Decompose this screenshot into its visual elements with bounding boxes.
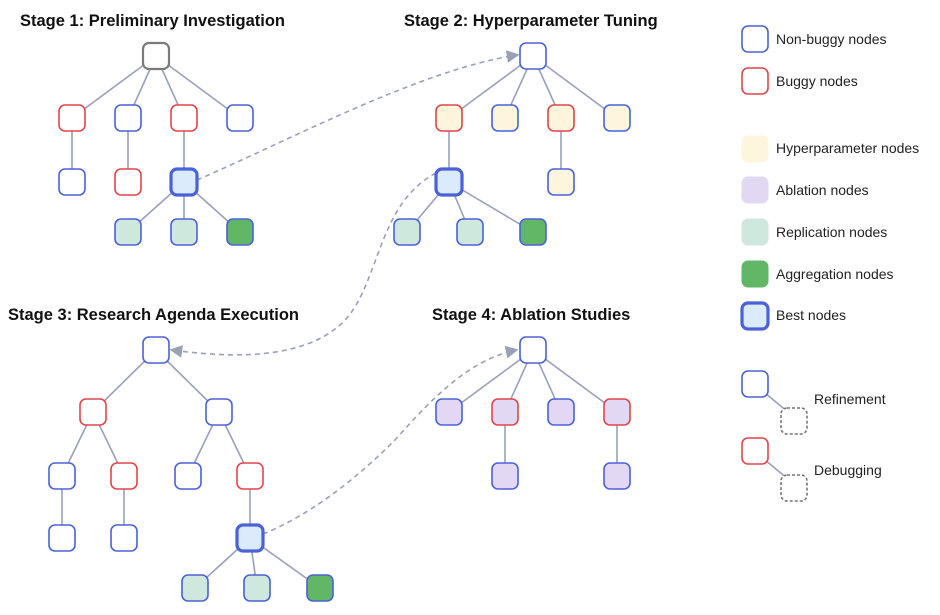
arrow-stage1-to-stage2	[196, 50, 520, 181]
s1-node-x1-rep	[114, 218, 142, 246]
legend-non-buggy-swatch	[741, 25, 769, 53]
s3-node-a21-ok	[110, 524, 138, 552]
s2-node-c1-hypOk	[547, 168, 575, 196]
legend-ablation-swatch	[741, 176, 769, 204]
legend: Non-buggy nodes Buggy nodes Hyperparamet…	[740, 25, 919, 502]
s1-node-c1-best	[169, 167, 199, 197]
stage-4-title: Stage 4: Ablation Studies	[432, 306, 630, 324]
stage-1-title: Stage 1: Preliminary Investigation	[20, 12, 285, 30]
legend-replication-label: Replication nodes	[776, 224, 887, 240]
stage-2-title: Stage 2: Hyperparameter Tuning	[404, 12, 658, 30]
s1-node-b-ok	[114, 104, 142, 132]
s4-node-d1-ablOk	[603, 462, 631, 490]
legend-ablation-label: Ablation nodes	[776, 182, 869, 198]
legend-buggy-swatch	[741, 67, 769, 95]
s2-node-x3-agg	[519, 218, 547, 246]
legend-refinement-parent-node	[741, 370, 769, 398]
s1-node-x2-rep	[170, 218, 198, 246]
legend-refinement-label: Refinement	[814, 391, 886, 407]
legend-replication-swatch	[741, 218, 769, 246]
s2-node-c-hypBug	[547, 104, 575, 132]
arrow-stage3-to-stage4	[262, 345, 519, 535]
s4-node-d-ablBug	[603, 398, 631, 426]
s1-node-c-bug	[170, 104, 198, 132]
legend-aggregation-swatch	[741, 260, 769, 288]
legend-hyperparameter-swatch	[741, 135, 769, 163]
s3-node-x2-rep	[243, 574, 271, 602]
s2-node-a-hypBug	[435, 104, 463, 132]
s3-node-a2-bug	[110, 462, 138, 490]
s4-node-b1-ablOk	[491, 462, 519, 490]
s2-node-x1-rep	[393, 218, 421, 246]
s2-node-x2-rep	[456, 218, 484, 246]
s3-node-x3-agg	[306, 574, 334, 602]
legend-buggy-label: Buggy nodes	[776, 73, 858, 89]
stage-3-title: Stage 3: Research Agenda Execution	[8, 306, 299, 324]
legend-refinement-child-placeholder	[780, 407, 808, 435]
s3-node-a11-ok	[48, 524, 76, 552]
s3-node-a1-ok	[48, 462, 76, 490]
s4-edge-r-a	[448, 349, 534, 413]
s2-node-r-ok	[519, 42, 547, 70]
legend-debugging-child-placeholder	[780, 474, 808, 502]
s3-node-b2-bug	[236, 462, 264, 490]
s3-node-x1-rep	[181, 574, 209, 602]
s3-node-b21-best	[235, 523, 265, 553]
s4-node-a-ablOk	[435, 398, 463, 426]
s1-edge-r-a	[71, 55, 157, 119]
s1-edge-r-d	[155, 55, 241, 119]
s3-node-b-ok	[205, 398, 233, 426]
s2-node-d-hypOk	[603, 104, 631, 132]
s3-node-b1-ok	[174, 462, 202, 490]
s2-edge-r-d	[532, 55, 618, 119]
s4-node-b-ablBug	[491, 398, 519, 426]
s3-node-r-ok	[142, 336, 170, 364]
s1-node-b1-bug	[114, 168, 142, 196]
s4-edge-r-d	[532, 349, 618, 413]
s1-node-a-bug	[58, 104, 86, 132]
s1-node-d-ok	[226, 104, 254, 132]
legend-hyperparameter-label: Hyperparameter nodes	[776, 140, 919, 156]
s2-edge-r-a	[448, 55, 534, 119]
s1-node-a1-ok	[58, 168, 86, 196]
s4-node-r-ok	[519, 336, 547, 364]
legend-debugging-parent-node	[741, 437, 769, 465]
legend-debugging-label: Debugging	[814, 462, 882, 478]
tree-nodes	[48, 41, 631, 602]
s2-node-a1-best	[434, 167, 464, 197]
s4-node-c-ablOk	[547, 398, 575, 426]
s2-node-b-hypOk	[491, 104, 519, 132]
arrow-stage2-to-stage3	[169, 172, 437, 358]
stage-transition-arrows	[169, 50, 520, 535]
s3-node-a-bug	[79, 398, 107, 426]
s1-node-x3-agg	[226, 218, 254, 246]
legend-non-buggy-label: Non-buggy nodes	[776, 31, 887, 47]
s1-node-r-root	[141, 41, 171, 71]
legend-aggregation-label: Aggregation nodes	[776, 266, 894, 282]
legend-best-label: Best nodes	[776, 307, 846, 323]
legend-best-swatch	[740, 301, 770, 331]
